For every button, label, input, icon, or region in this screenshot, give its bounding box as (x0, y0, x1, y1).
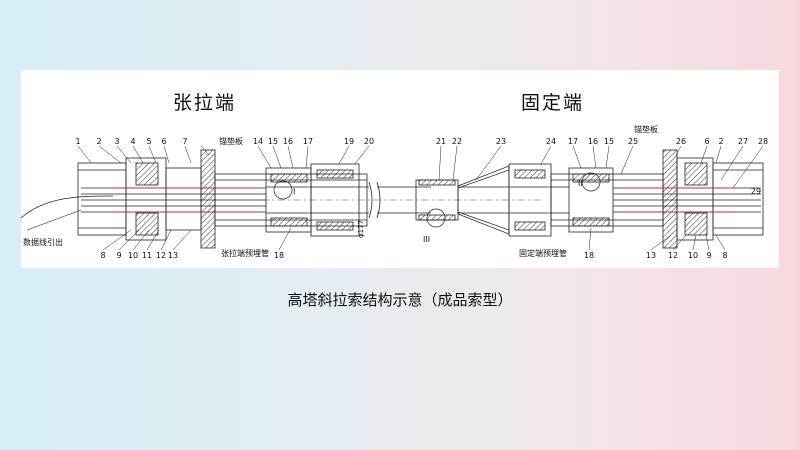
protective-cover-right (712, 162, 764, 236)
callout-number: 10 (688, 251, 698, 260)
anchor-plate-right (662, 149, 678, 249)
callout-number: 7 (182, 137, 187, 146)
callout-number: 18 (274, 251, 284, 260)
callouts-top-left: 1 2 3 4 5 6 7 14 15 16 17 19 20 (75, 137, 374, 146)
callout-number: 17 (568, 137, 578, 146)
callout-number: 13 (168, 251, 178, 260)
callout-number: 29 (751, 187, 761, 196)
callouts-side-right: 29 (751, 187, 761, 196)
heading-fixed-end: 固定端 (521, 92, 585, 114)
anchor-nut-top (135, 162, 159, 186)
callout-number: 14 (253, 137, 263, 146)
callout-number: 12 (156, 251, 166, 260)
callout-number: 27 (738, 137, 748, 146)
label-data-cable: 数据线引出 (23, 237, 63, 247)
callout-number: 21 (436, 137, 446, 146)
callout-number: 13 (646, 251, 656, 260)
label-detail-2: II (578, 179, 583, 188)
strands-left (81, 187, 266, 213)
protective-cover (77, 162, 127, 236)
label-detail-3: III (423, 235, 430, 244)
callout-number: 22 (452, 137, 462, 146)
fixed-end-assembly (415, 149, 764, 249)
callout-number: 16 (588, 137, 598, 146)
tension-end-assembly (77, 149, 368, 249)
callout-number: 26 (676, 137, 686, 146)
callout-number: 15 (604, 137, 614, 146)
label-tension-pipe: 张拉端预埋管 (221, 248, 269, 258)
callout-number: 17 (303, 137, 313, 146)
callout-number: 5 (146, 137, 151, 146)
callout-number: 18 (584, 251, 594, 260)
label-anchor-plate-right: 锚垫板 (634, 124, 658, 134)
callout-number: 10 (128, 251, 138, 260)
data-cable-leader (26, 209, 82, 231)
callout-number: 2 (718, 137, 723, 146)
callout-number: 28 (758, 137, 768, 146)
label-detail-1: I (293, 187, 295, 196)
callout-number: 20 (364, 137, 374, 146)
callout-number: 8 (722, 251, 727, 260)
callout-number: 15 (268, 137, 278, 146)
detail-circle-2 (581, 172, 601, 192)
callout-number: 6 (161, 137, 166, 146)
anchor-plate-left (200, 149, 216, 249)
callout-number: 11 (142, 251, 152, 260)
detail-circle-3 (426, 208, 446, 228)
callout-number: 3 (114, 137, 119, 146)
heading-tension-end: 张拉端 (173, 92, 237, 114)
label-dimension: φ177 (357, 220, 365, 238)
callout-number: 1 (75, 137, 80, 146)
callout-number: 9 (116, 251, 121, 260)
callout-leaders (77, 145, 764, 251)
callout-number: 4 (130, 137, 135, 146)
callout-number: 24 (546, 137, 556, 146)
callout-number: 8 (100, 251, 105, 260)
callout-number: 12 (668, 251, 678, 260)
callout-number: 6 (704, 137, 709, 146)
callout-number: 16 (283, 137, 293, 146)
callout-number: 2 (96, 137, 101, 146)
label-anchor-plate-left: 锚垫板 (219, 136, 243, 146)
callout-number: 25 (628, 137, 638, 146)
anchor-nut-bottom (135, 212, 159, 236)
label-fixed-pipe: 固定端预埋管 (519, 248, 567, 258)
callouts-bottom-right: 18 13 12 10 9 8 (584, 251, 728, 260)
drawing-panel: 张拉端 固定端 (21, 70, 779, 268)
detail-circle-1 (273, 180, 293, 200)
callout-number: 23 (496, 137, 506, 146)
caption: 高塔斜拉索结构示意（成品索型） (287, 291, 513, 309)
main-cable (266, 181, 431, 219)
callout-number: 9 (706, 251, 711, 260)
callout-number: 19 (344, 137, 354, 146)
data-cable-line (21, 195, 114, 219)
